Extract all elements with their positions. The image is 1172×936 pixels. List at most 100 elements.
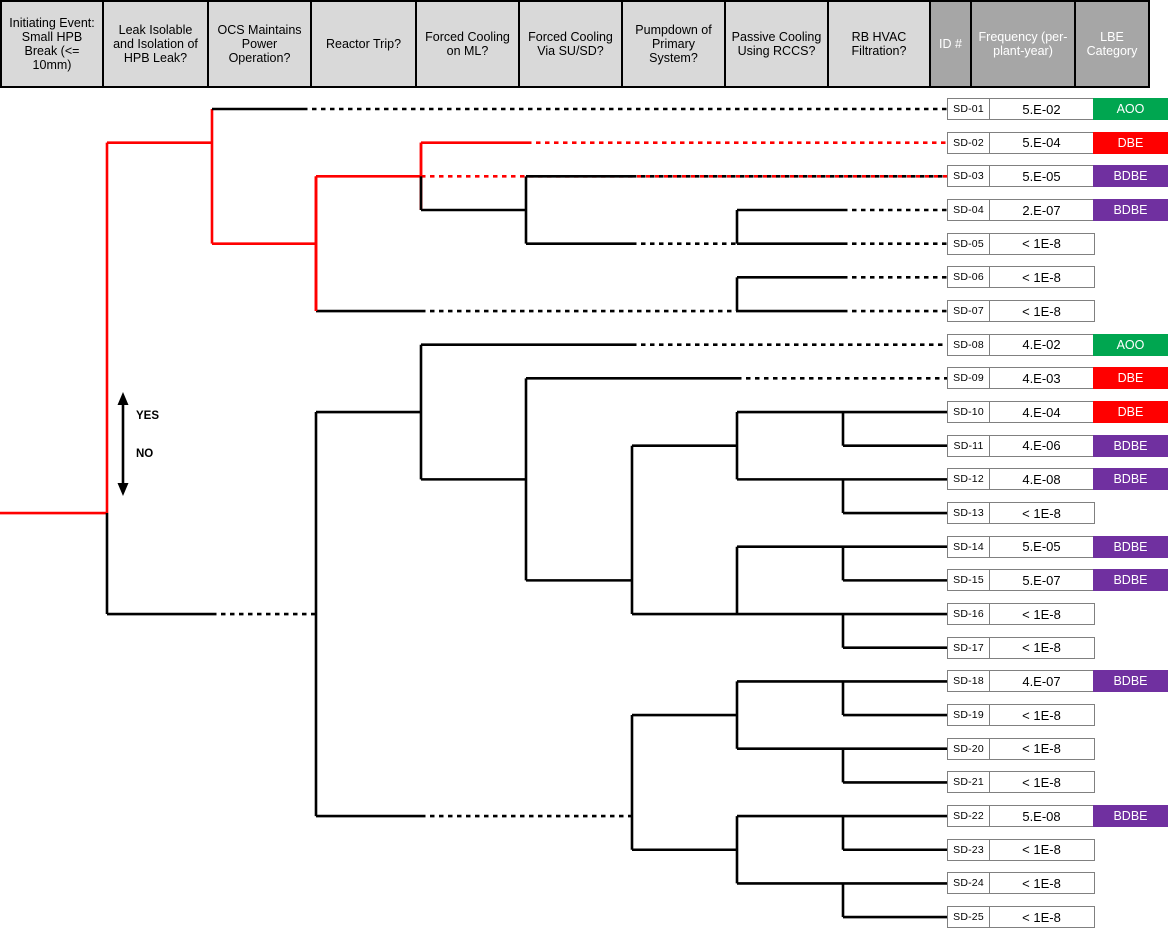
header-cell-1: Leak Isolable and Isolation of HPB Leak? (102, 0, 209, 88)
row-id: SD-11 (947, 434, 990, 457)
row-frequency: 4.E-03 (988, 367, 1095, 390)
row-lbe-category: BDBE (1093, 199, 1168, 221)
row-id: SD-14 (947, 535, 990, 558)
row-id: SD-07 (947, 300, 990, 323)
row-frequency: < 1E-8 (988, 771, 1095, 794)
row-id: SD-06 (947, 266, 990, 289)
row-id: SD-21 (947, 771, 990, 794)
header-cell-11: LBE Category (1074, 0, 1150, 88)
row-id: SD-02 (947, 131, 990, 154)
legend-yes-label: YES (136, 410, 160, 422)
row-frequency: 5.E-05 (988, 535, 1095, 558)
table-row: SD-17< 1E-8 (947, 636, 1168, 659)
row-id: SD-15 (947, 569, 990, 592)
row-id: SD-18 (947, 670, 990, 693)
table-row: SD-25< 1E-8 (947, 906, 1168, 929)
header-cell-9: ID # (929, 0, 972, 88)
row-frequency: 4.E-02 (988, 333, 1095, 356)
row-lbe-category: BDBE (1093, 434, 1168, 457)
row-frequency: 4.E-06 (988, 434, 1095, 457)
updown-arrow-icon (117, 392, 129, 496)
table-row: SD-13< 1E-8 (947, 502, 1168, 525)
row-frequency: 4.E-08 (988, 468, 1095, 491)
row-frequency: 4.E-04 (988, 401, 1095, 424)
row-lbe-category: BDBE (1093, 670, 1168, 693)
row-id: SD-19 (947, 704, 990, 727)
table-row: SD-16< 1E-8 (947, 603, 1168, 626)
row-id: SD-05 (947, 232, 990, 255)
row-frequency: 5.E-05 (988, 165, 1095, 188)
row-lbe-category: BDBE (1093, 805, 1168, 828)
row-lbe-category: DBE (1093, 131, 1168, 154)
header-cell-2: OCS Maintains Power Operation? (207, 0, 312, 88)
row-frequency: 5.E-07 (988, 569, 1095, 592)
row-frequency: 5.E-04 (988, 131, 1095, 154)
row-frequency: < 1E-8 (988, 603, 1095, 626)
header-cell-0: Initiating Event: Small HPB Break (<= 10… (0, 0, 104, 88)
row-lbe-category: AOO (1093, 98, 1168, 120)
table-row: SD-21< 1E-8 (947, 771, 1168, 794)
row-frequency: 5.E-02 (988, 98, 1095, 120)
table-row: SD-05< 1E-8 (947, 232, 1168, 255)
table-row: SD-19< 1E-8 (947, 704, 1168, 727)
row-lbe-category (1093, 839, 1168, 861)
header-cell-6: Pumpdown of Primary System? (621, 0, 726, 88)
row-lbe-category: BDBE (1093, 535, 1168, 558)
row-id: SD-09 (947, 367, 990, 390)
event-tree-branches (0, 107, 947, 919)
row-lbe-category: BDBE (1093, 468, 1168, 491)
row-lbe-category (1093, 603, 1168, 625)
table-row: SD-23< 1E-8 (947, 838, 1168, 861)
row-lbe-category (1093, 233, 1168, 255)
row-frequency: < 1E-8 (988, 838, 1095, 861)
header-cell-3: Reactor Trip? (310, 0, 417, 88)
row-id: SD-16 (947, 603, 990, 626)
row-id: SD-23 (947, 838, 990, 861)
legend-no-label: NO (136, 448, 154, 460)
row-lbe-category: BDBE (1093, 165, 1168, 188)
table-row: SD-24< 1E-8 (947, 872, 1168, 895)
row-lbe-category (1093, 771, 1168, 793)
row-lbe-category (1093, 502, 1168, 524)
header-cell-10: Frequency (per-plant-year) (970, 0, 1076, 88)
row-frequency: < 1E-8 (988, 704, 1095, 727)
table-row: SD-07< 1E-8 (947, 300, 1168, 323)
row-lbe-category (1093, 300, 1168, 322)
row-lbe-category (1093, 738, 1168, 760)
row-id: SD-10 (947, 401, 990, 424)
row-lbe-category: DBE (1093, 367, 1168, 390)
row-lbe-category (1093, 872, 1168, 894)
header-cell-4: Forced Cooling on ML? (415, 0, 520, 88)
row-id: SD-01 (947, 98, 990, 120)
row-frequency: 4.E-07 (988, 670, 1095, 693)
row-frequency: 5.E-08 (988, 805, 1095, 828)
yes-no-legend: YES NO (112, 390, 182, 498)
row-frequency: < 1E-8 (988, 232, 1095, 255)
row-lbe-category: DBE (1093, 401, 1168, 424)
row-id: SD-25 (947, 906, 990, 929)
row-lbe-category: AOO (1093, 333, 1168, 356)
row-frequency: < 1E-8 (988, 636, 1095, 659)
row-lbe-category (1093, 637, 1168, 659)
row-lbe-category (1093, 906, 1168, 928)
event-tree-header: Initiating Event: Small HPB Break (<= 10… (0, 0, 1172, 88)
row-frequency: < 1E-8 (988, 737, 1095, 760)
row-frequency: < 1E-8 (988, 266, 1095, 289)
row-frequency: < 1E-8 (988, 872, 1095, 895)
row-id: SD-12 (947, 468, 990, 491)
header-cell-8: RB HVAC Filtration? (827, 0, 931, 88)
row-id: SD-04 (947, 199, 990, 221)
row-id: SD-24 (947, 872, 990, 895)
row-id: SD-22 (947, 805, 990, 828)
